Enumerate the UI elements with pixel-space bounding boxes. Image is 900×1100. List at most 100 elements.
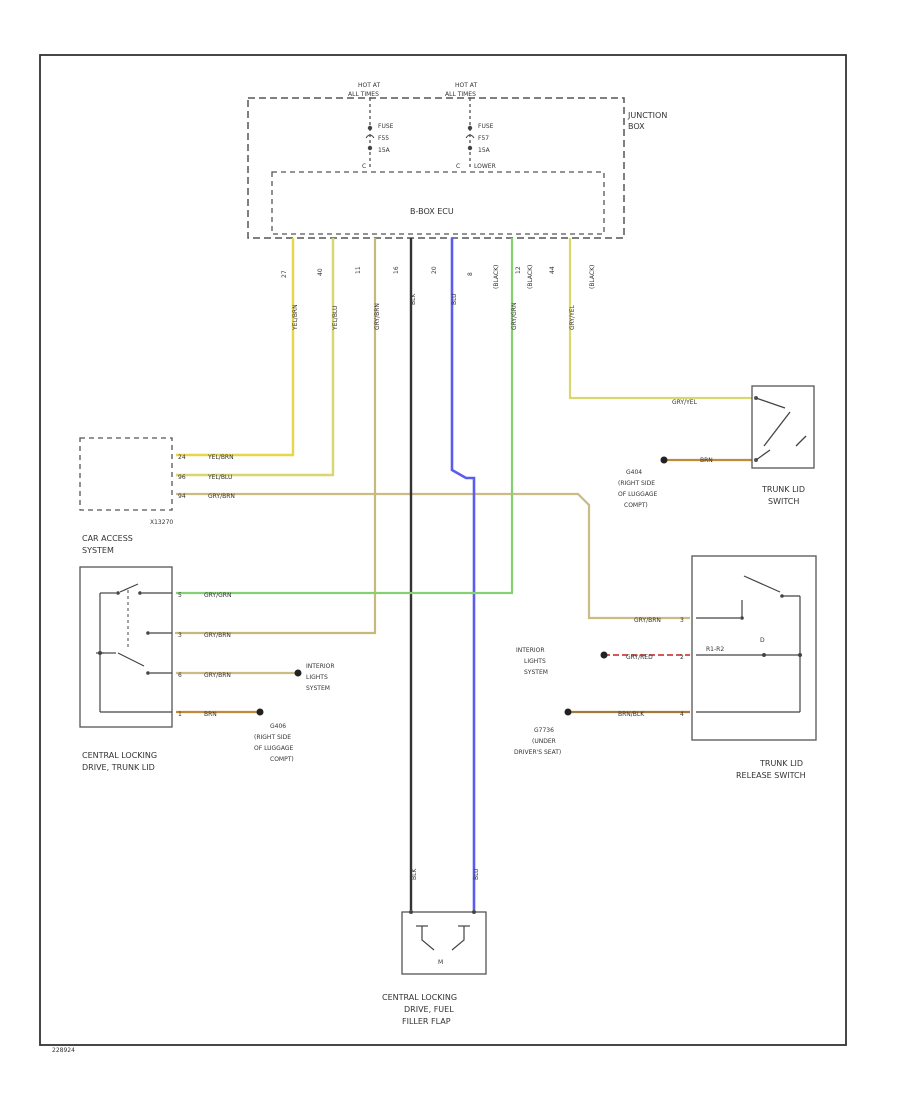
svg-text:(RIGHT SIDE: (RIGHT SIDE bbox=[618, 480, 655, 487]
svg-text:ALL TIMES: ALL TIMES bbox=[348, 91, 379, 98]
svg-text:LIGHTS: LIGHTS bbox=[524, 658, 546, 665]
svg-text:SYSTEM: SYSTEM bbox=[306, 685, 330, 692]
svg-text:GRY/YEL: GRY/YEL bbox=[672, 399, 698, 406]
svg-text:SYSTEM: SYSTEM bbox=[82, 546, 114, 555]
car-access-system: 24 96 94 YEL/BRN YEL/BLU GRY/BRN X13270 … bbox=[79, 437, 235, 555]
ecu-pin-labels: 27 40 11 16 20 8 (BLACK) 12 (BLACK) 44 (… bbox=[281, 265, 596, 289]
central-locking-trunk: 5 3 6 1 GRY/GRN GRY/BRN GRY/BRN BRN INTE… bbox=[79, 566, 335, 772]
svg-text:G404: G404 bbox=[626, 469, 642, 476]
ecu-label: B-BOX ECU bbox=[410, 207, 454, 216]
svg-text:DRIVE, FUEL: DRIVE, FUEL bbox=[404, 1005, 454, 1014]
trunk-release-label: TRUNK LID bbox=[759, 759, 803, 768]
svg-text:SYSTEM: SYSTEM bbox=[524, 669, 548, 676]
release-pin-3: 3 bbox=[680, 617, 684, 624]
pin-12: 12 bbox=[515, 266, 522, 274]
svg-text:COMPT): COMPT) bbox=[624, 502, 648, 509]
trunk-lid-switch: GRY/YEL BRN G404 (RIGHT SIDE OF LUGGAGE … bbox=[618, 385, 815, 509]
footer-code: 228924 bbox=[52, 1047, 75, 1054]
fuse-f57: FUSE bbox=[478, 123, 494, 130]
svg-text:G7736: G7736 bbox=[534, 727, 554, 734]
svg-text:RELEASE SWITCH: RELEASE SWITCH bbox=[736, 771, 806, 780]
trunk-lock-pin-6: 6 bbox=[178, 672, 182, 679]
svg-text:(BLACK): (BLACK) bbox=[493, 265, 500, 289]
svg-text:F55: F55 bbox=[378, 135, 389, 142]
wire-gry-yel bbox=[568, 238, 752, 400]
fuel-flap-motor: M bbox=[438, 959, 443, 966]
wire-blu bbox=[450, 238, 476, 910]
car-access-pin-24: 24 bbox=[178, 454, 186, 461]
wire-gry-brn-trunk bbox=[175, 238, 377, 635]
top-wire-labels: YEL/BRN YEL/BLU GRY/BRN BLK BLU GRY/GRN … bbox=[292, 293, 576, 331]
ground-g404 bbox=[660, 456, 668, 464]
pin-11: 11 bbox=[355, 266, 362, 274]
hot-at-all-times-label: HOT AT bbox=[358, 82, 380, 89]
pin-20: 20 bbox=[431, 266, 438, 274]
svg-text:GRY/GRN: GRY/GRN bbox=[511, 303, 518, 330]
ground-g7736 bbox=[564, 708, 572, 716]
svg-text:LIGHTS: LIGHTS bbox=[306, 674, 328, 681]
svg-text:YEL/BRN: YEL/BRN bbox=[292, 304, 299, 331]
svg-text:GRY/GRN: GRY/GRN bbox=[204, 592, 231, 599]
svg-text:F57: F57 bbox=[478, 135, 489, 142]
release-pin-4: 4 bbox=[680, 711, 684, 718]
central-locking-fuel-flap: BLK BLU M CENTRAL LOCKING DRIVE, FUEL FI… bbox=[382, 868, 487, 1026]
wire-gry-grn bbox=[176, 238, 514, 595]
interior-lights-connector-2 bbox=[600, 651, 608, 659]
interior-lights-connector bbox=[294, 669, 302, 677]
fuse-f55: FUSE bbox=[378, 123, 394, 130]
svg-text:BLU: BLU bbox=[451, 293, 458, 305]
svg-text:GRY/BRN: GRY/BRN bbox=[634, 617, 661, 624]
svg-text:BRN: BRN bbox=[204, 711, 217, 718]
wire-yel-blu bbox=[176, 238, 335, 477]
junction-box-label: JUNCTION bbox=[627, 111, 667, 120]
svg-text:YEL/BRN: YEL/BRN bbox=[207, 454, 234, 461]
svg-text:LOWER: LOWER bbox=[474, 163, 496, 170]
trunk-lock-pin-5: 5 bbox=[178, 592, 182, 599]
svg-text:C: C bbox=[456, 163, 460, 170]
pin-16: 16 bbox=[393, 266, 400, 274]
release-pin-2: 2 bbox=[680, 654, 684, 661]
svg-text:R1-R2: R1-R2 bbox=[706, 646, 724, 653]
svg-text:(RIGHT SIDE: (RIGHT SIDE bbox=[254, 734, 291, 741]
svg-text:BRN/BLK: BRN/BLK bbox=[618, 711, 645, 718]
svg-text:ALL TIMES: ALL TIMES bbox=[445, 91, 476, 98]
svg-text:(UNDER: (UNDER bbox=[532, 738, 556, 745]
svg-text:GRY/BRN: GRY/BRN bbox=[204, 632, 231, 639]
trunk-lid-release-switch: R1-R2 D 3 2 4 GRY/BRN GRY/RED BRN/BLK IN… bbox=[514, 555, 817, 780]
wire-gry-brn-release bbox=[176, 492, 690, 620]
svg-text:OF LUGGAGE: OF LUGGAGE bbox=[254, 745, 293, 752]
svg-text:BLU: BLU bbox=[473, 868, 480, 880]
svg-text:FILLER FLAP: FILLER FLAP bbox=[402, 1017, 451, 1026]
svg-text:DRIVER'S SEAT): DRIVER'S SEAT) bbox=[514, 749, 561, 756]
svg-text:GRY/RED: GRY/RED bbox=[626, 654, 653, 661]
ground-g406 bbox=[256, 708, 264, 716]
pin-44: 44 bbox=[549, 266, 556, 274]
svg-text:GRY/BRN: GRY/BRN bbox=[374, 303, 381, 330]
trunk-lock-pin-3: 3 bbox=[178, 632, 182, 639]
svg-text:COMPT): COMPT) bbox=[270, 756, 294, 763]
hot-at-all-times-label-2: HOT AT bbox=[455, 82, 477, 89]
svg-text:DRIVE, TRUNK LID: DRIVE, TRUNK LID bbox=[82, 763, 155, 772]
svg-text:G406: G406 bbox=[270, 723, 286, 730]
svg-text:BRN: BRN bbox=[700, 457, 713, 464]
pin-8: 8 bbox=[467, 272, 474, 276]
svg-text:GRY/BRN: GRY/BRN bbox=[204, 672, 231, 679]
pin-40: 40 bbox=[317, 268, 324, 276]
svg-text:GRY/BRN: GRY/BRN bbox=[208, 493, 235, 500]
svg-text:BOX: BOX bbox=[628, 122, 645, 131]
car-access-label: CAR ACCESS bbox=[82, 534, 133, 543]
b-box-ecu bbox=[271, 171, 605, 235]
svg-text:BLK: BLK bbox=[410, 293, 417, 305]
svg-text:INTERIOR: INTERIOR bbox=[306, 663, 335, 670]
svg-text:SWITCH: SWITCH bbox=[768, 497, 799, 506]
svg-text:INTERIOR: INTERIOR bbox=[516, 647, 545, 654]
trunk-lid-switch-label: TRUNK LID bbox=[761, 485, 805, 494]
svg-text:OF LUGGAGE: OF LUGGAGE bbox=[618, 491, 657, 498]
svg-text:D: D bbox=[760, 637, 765, 644]
svg-text:15A: 15A bbox=[378, 147, 391, 154]
diagram-frame bbox=[39, 54, 847, 1046]
central-locking-trunk-label: CENTRAL LOCKING bbox=[82, 751, 157, 760]
fuel-flap-label: CENTRAL LOCKING bbox=[382, 993, 457, 1002]
pin-27: 27 bbox=[281, 270, 288, 278]
